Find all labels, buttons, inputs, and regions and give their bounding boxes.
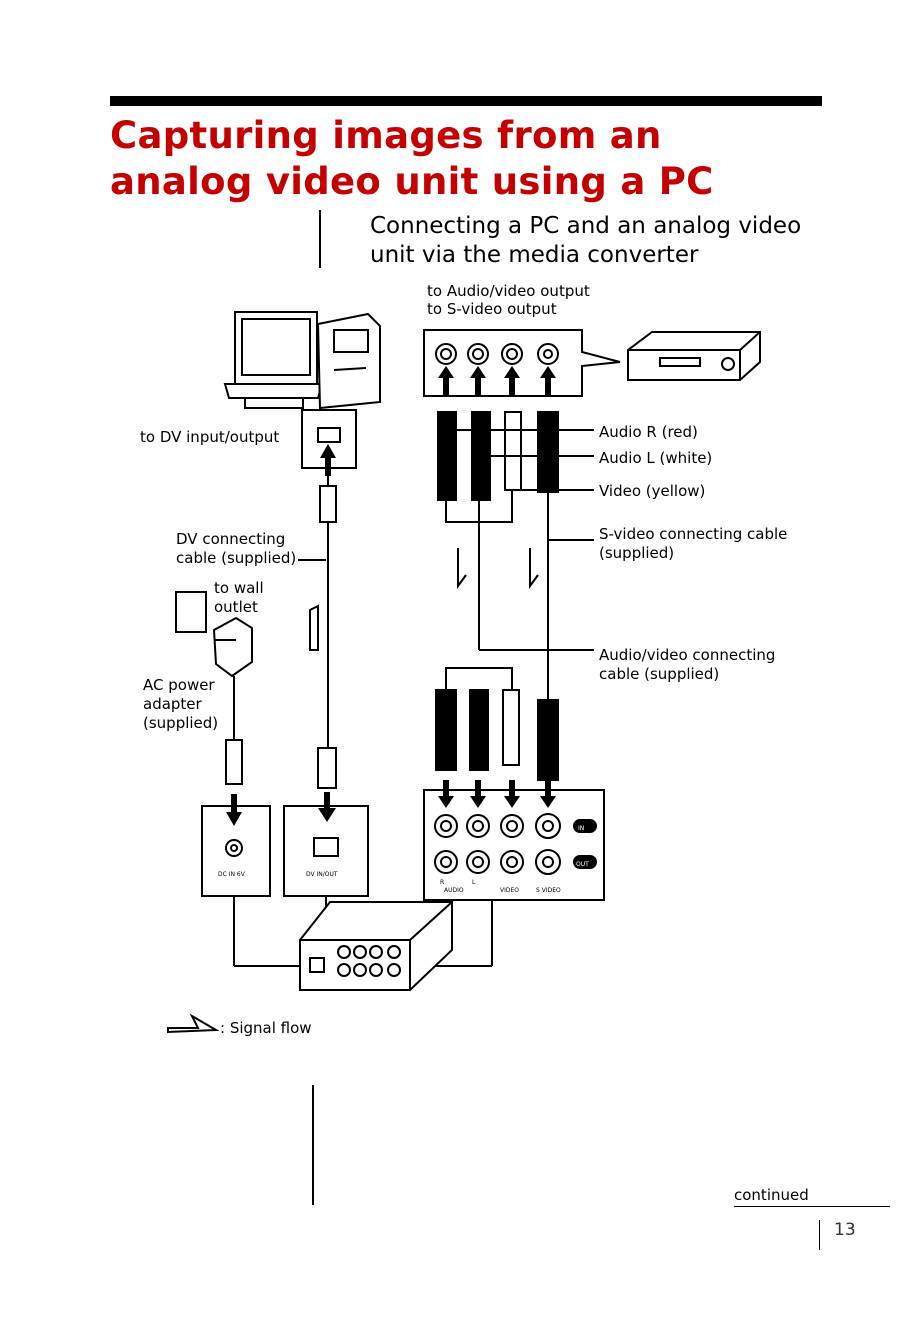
bottom-rule xyxy=(312,1085,314,1205)
wall-outlet-label: to wall outlet xyxy=(214,579,264,616)
wall-outlet-icon xyxy=(175,591,207,633)
page-title: Capturing images from an analog video un… xyxy=(110,114,714,203)
pc-monitor-icon xyxy=(223,311,324,409)
r-label: R xyxy=(440,879,444,886)
in-label: IN xyxy=(578,825,584,832)
signal-flow-label: : Signal flow xyxy=(220,1019,312,1037)
section-heading: Connecting a PC and an analog video unit… xyxy=(370,213,802,268)
top-rule xyxy=(110,96,822,106)
dv-io-label: to DV input/output xyxy=(140,428,280,446)
dv-cable-label: DV connecting cable (supplied) xyxy=(176,530,297,567)
pc-dv-port-label: DV xyxy=(322,453,332,460)
av-output-label: to Audio/video output xyxy=(427,282,590,300)
converter-dv-panel xyxy=(283,805,369,897)
vcr-output-callout xyxy=(423,329,621,397)
ac-adapter-label: AC power adapter (supplied) xyxy=(143,676,219,732)
signal-flow-icon xyxy=(167,1013,220,1034)
dc-in-label: DC IN 6V xyxy=(218,871,246,878)
video-label: VIDEO xyxy=(500,887,519,894)
l-label: L xyxy=(472,879,476,886)
continued-rule xyxy=(734,1206,890,1207)
dv-inout-label: DV IN/OUT xyxy=(306,871,338,878)
audio-l-label: Audio L (white) xyxy=(599,449,713,467)
vcr-icon xyxy=(627,331,761,381)
svideo-output-label: to S-video output xyxy=(427,300,557,318)
av-cable-label: Audio/video connecting cable (supplied) xyxy=(599,646,776,683)
audio-r-label: Audio R (red) xyxy=(599,423,698,441)
svideo-port-label: S VIDEO xyxy=(536,887,561,894)
ac-adapter-icon xyxy=(212,616,253,678)
section-rule xyxy=(319,210,321,268)
pc-tower-icon xyxy=(316,312,381,410)
video-label: Video (yellow) xyxy=(599,482,706,500)
audio-label: AUDIO xyxy=(444,887,464,894)
media-converter-icon xyxy=(299,901,453,991)
page-number-bar xyxy=(819,1220,820,1250)
page-number: 13 xyxy=(834,1220,856,1240)
converter-av-panel xyxy=(423,789,605,901)
svideo-cable-label: S-video connecting cable (supplied) xyxy=(599,525,788,562)
out-label: OUT xyxy=(576,861,589,868)
continued-label: continued xyxy=(734,1186,809,1204)
